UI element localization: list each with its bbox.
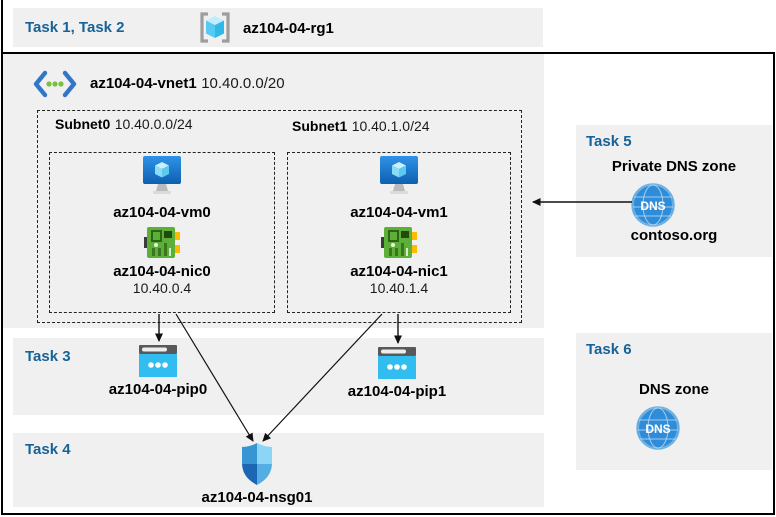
pip0-group: az104-04-pip0 <box>98 345 218 398</box>
nsg-group: az104-04-nsg01 <box>197 443 317 506</box>
task3-label: Task 3 <box>25 348 71 365</box>
task6-label: Task 6 <box>586 341 632 358</box>
svg-text:DNS: DNS <box>645 422 670 436</box>
subnet1-cidr: 10.40.1.0/24 <box>351 118 430 134</box>
task3-band: Task 3 az104-04-pip0 az <box>13 338 544 415</box>
public-ip-icon <box>139 345 177 377</box>
task4-label: Task 4 <box>25 441 71 458</box>
virtual-machine-icon <box>380 156 418 194</box>
header-band: Task 1, Task 2 az104-04-rg1 <box>13 8 543 47</box>
nic-name: az104-04-nic1 <box>350 263 448 280</box>
pip-name: az104-04-pip1 <box>347 383 447 400</box>
subnet1-vm-group: az104-04-vm1 az104-04-nic1 10.40.1.4 <box>287 156 511 296</box>
pip-name: az104-04-pip0 <box>108 381 208 398</box>
subnet0-cidr: 10.40.0.0/24 <box>114 116 193 132</box>
svg-text:DNS: DNS <box>640 199 665 213</box>
subnet1-vm-boundary <box>287 152 511 313</box>
subnet0-vm-group: az104-04-vm0 az104-04-nic0 10.40.0.4 <box>49 156 275 296</box>
vm-name: az104-04-vm1 <box>350 204 448 221</box>
task1-2-label: Task 1, Task 2 <box>25 19 125 36</box>
vm-name: az104-04-vm0 <box>113 204 211 221</box>
task5-box: Task 5 Private DNS zone DNS contoso.org <box>576 125 772 257</box>
task5-label: Task 5 <box>586 133 632 150</box>
resource-group-name: az104-04-rg1 <box>243 20 334 37</box>
dns-zone-title: DNS zone <box>638 381 709 398</box>
task6-box: Task 6 DNS zone DNS <box>576 333 772 470</box>
task4-band: Task 4 az104-04-nsg01 <box>13 433 544 507</box>
frame-left-tail <box>1 0 3 54</box>
dns-globe-icon: DNS <box>636 406 680 450</box>
network-interface-icon <box>381 227 417 258</box>
virtual-network-icon <box>33 70 77 98</box>
nic-name: az104-04-nic0 <box>113 263 211 280</box>
public-ip-icon <box>378 347 416 379</box>
vnet-cidr: 10.40.0.0/20 <box>201 75 285 92</box>
private-dns-zone-name: contoso.org <box>630 227 718 244</box>
nic-ip: 10.40.0.4 <box>132 280 192 296</box>
subnet0-name: Subnet0 <box>55 116 111 132</box>
nsg-name: az104-04-nsg01 <box>201 489 313 506</box>
vnet-box: az104-04-vnet1 10.40.0.0/20 Subnet0 10.4… <box>3 54 544 328</box>
diagram-frame <box>1 52 775 515</box>
nsg-shield-icon <box>242 443 272 485</box>
resource-group-icon <box>200 12 230 43</box>
dns-globe-icon: DNS <box>631 183 675 227</box>
subnet1-name: Subnet1 <box>292 118 348 134</box>
nic-ip: 10.40.1.4 <box>369 280 429 296</box>
vnet-name: az104-04-vnet1 <box>90 75 197 92</box>
pip1-group: az104-04-pip1 <box>337 347 457 400</box>
network-interface-icon <box>144 227 180 258</box>
private-dns-zone-title: Private DNS zone <box>611 158 737 175</box>
virtual-machine-icon <box>143 156 181 194</box>
subnet0-vm-boundary <box>49 152 275 313</box>
